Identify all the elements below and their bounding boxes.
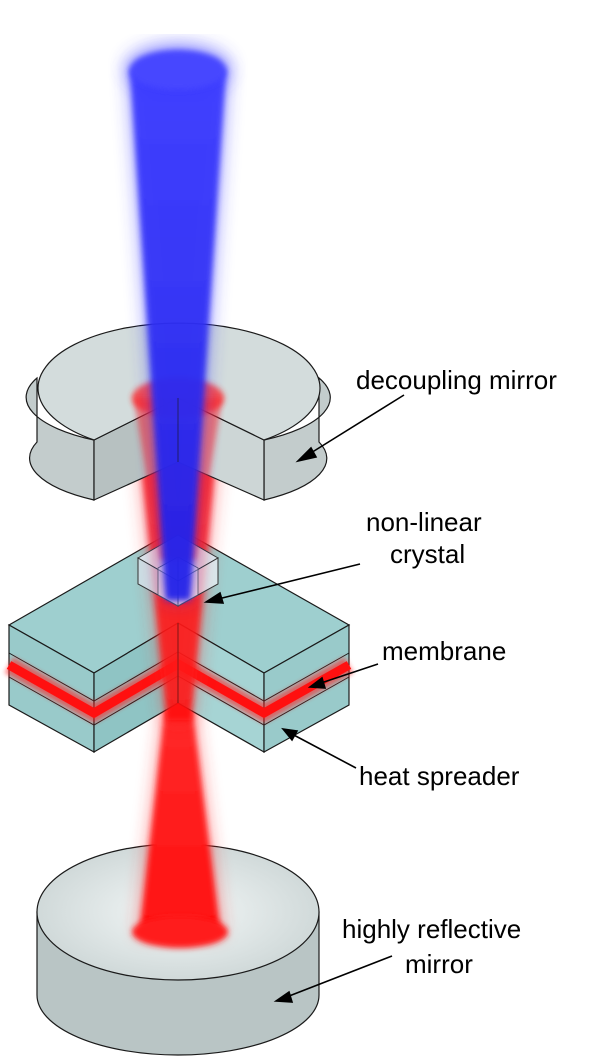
arrow-decoupling-mirror (295, 394, 405, 463)
label-reflective-mirror-line1: highly reflective (342, 914, 522, 944)
label-heat-spreader: heat spreader (359, 761, 520, 791)
arrow-nonlinear-crystal (203, 563, 361, 604)
annotation-arrows (203, 394, 405, 1003)
label-nonlinear-crystal-line1: non-linear (366, 507, 482, 537)
arrow-heat-spreader (281, 727, 357, 769)
label-nonlinear-crystal-line2: crystal (390, 539, 466, 569)
red-beam-lower (132, 700, 228, 948)
label-reflective-mirror-line2: mirror (405, 949, 473, 979)
label-membrane: membrane (382, 636, 507, 666)
label-decoupling-mirror: decoupling mirror (356, 365, 557, 395)
blue-beam (126, 44, 230, 600)
arrow-reflective-mirror (273, 955, 393, 1003)
arrow-membrane (307, 663, 379, 689)
decoupling-mirror-right-side (263, 376, 331, 501)
